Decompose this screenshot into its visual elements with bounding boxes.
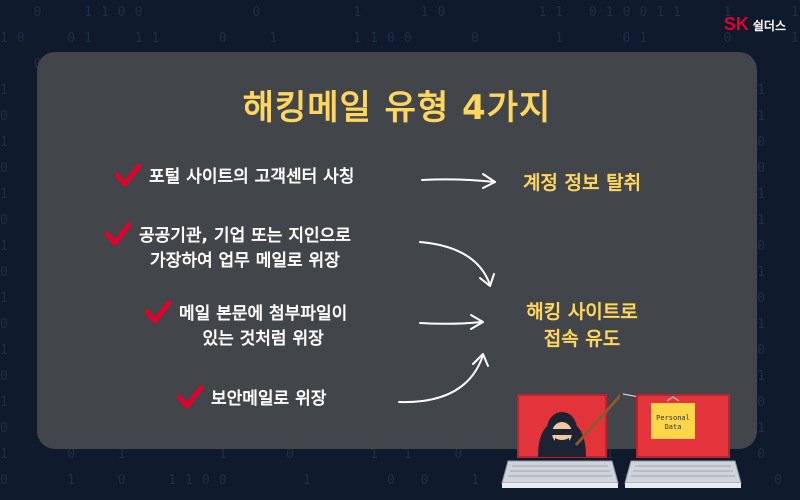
result-line: 계정 정보 탈취 [522, 172, 642, 194]
phishing-type-item: 보안메일로 위장 [177, 385, 327, 412]
item-line: 공공기관, 기업 또는 지인으로 [139, 226, 351, 246]
target-laptop-icon: Personal Data [623, 393, 742, 488]
result-line: 해킹 사이트로 [526, 301, 638, 323]
arrow-curve-up-icon [398, 353, 489, 404]
item-line: 포털 사이트의 고객센터 사칭 [149, 167, 355, 187]
item-line: 가장하여 업무 메일로 위장 [150, 251, 340, 271]
fishing-rod-icon [574, 393, 620, 447]
checkmark-icon [115, 163, 141, 187]
note-line: Data [665, 423, 682, 431]
checkmark-icon [145, 300, 171, 324]
arrow-right-icon [419, 314, 484, 330]
sk-shieldus-logo: SK 쉴더스 [724, 14, 786, 35]
content-panel: 해킹메일 유형 4가지 포털 사이트의 고객센터 사칭 공공기관, 기업 또는 … [37, 52, 757, 449]
arrow-right-icon [421, 173, 496, 189]
phishing-type-item: 메일 본문에 첨부파일이 있는 것처럼 위장 [145, 300, 348, 352]
arrows-layer [398, 173, 496, 404]
phishing-type-item: 공공기관, 기업 또는 지인으로 가장하여 업무 메일로 위장 [105, 222, 351, 274]
page-title: 해킹메일 유형 4가지 [242, 88, 552, 128]
logo-text: 쉴더스 [752, 19, 786, 33]
item-line: 있는 것처럼 위장 [202, 329, 324, 349]
note-line: Personal [656, 414, 690, 422]
logo-mark: SK [723, 14, 749, 34]
checkmark-icon [105, 222, 131, 246]
item-line: 보안메일로 위장 [211, 389, 327, 409]
personal-data-note-icon: Personal Data [651, 396, 695, 439]
phishing-type-item: 포털 사이트의 고객센터 사칭 [115, 163, 355, 190]
result-hacking-site: 해킹 사이트로 접속 유도 [492, 299, 672, 353]
result-line: 접속 유도 [543, 328, 621, 350]
checkmark-icon [177, 385, 203, 409]
item-line: 메일 본문에 첨부파일이 [179, 304, 348, 324]
result-account-theft: 계정 정보 탈취 [497, 170, 667, 197]
arrow-curve-down-icon [419, 241, 495, 287]
hacker-laptop-icon [501, 393, 620, 488]
